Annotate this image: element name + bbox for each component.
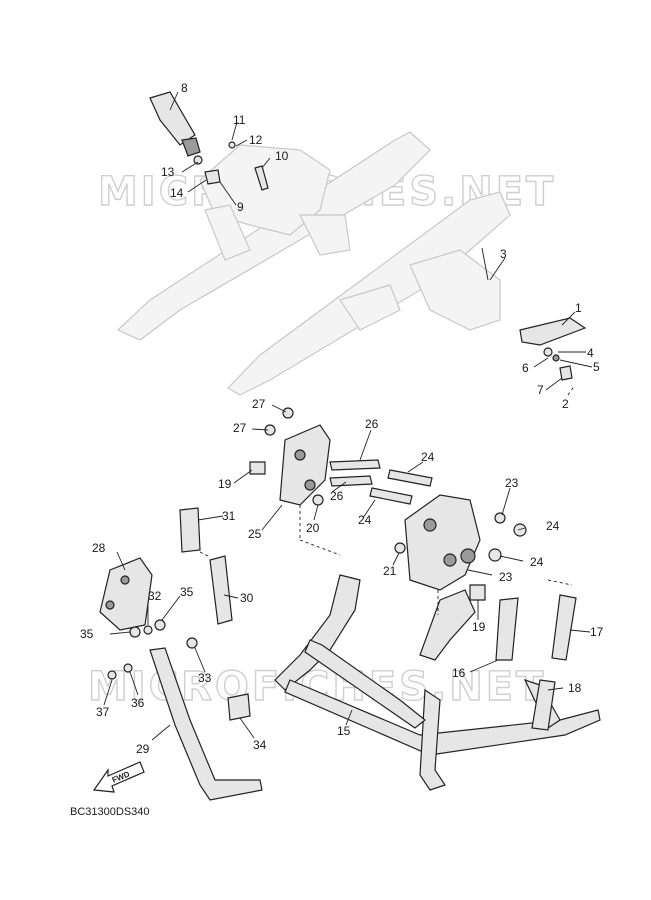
callout-6: 6 (522, 361, 529, 375)
callout-35b: 35 (80, 627, 94, 641)
callout-26b: 26 (330, 489, 344, 503)
callout-14: 14 (170, 186, 184, 200)
ghost-frame (116, 131, 511, 396)
callout-31: 31 (222, 509, 236, 523)
callout-33: 33 (198, 671, 212, 685)
callout-26a: 26 (365, 417, 379, 431)
callout-35a: 35 (180, 585, 194, 599)
callout-30: 30 (240, 591, 254, 605)
main-stand (274, 574, 601, 791)
callout-2: 2 (562, 397, 569, 411)
callout-22: 23 (499, 570, 513, 584)
callout-17: 17 (590, 625, 604, 639)
callout-24b: 24 (530, 555, 544, 569)
callout-24a: 24 (546, 519, 560, 533)
stand-bracket-right (404, 494, 481, 591)
callout-29: 29 (136, 742, 150, 756)
callout-8: 8 (181, 81, 188, 95)
callout-23b: 24 (358, 513, 372, 527)
callout-5: 5 (593, 360, 600, 374)
callout-27b: 27 (233, 421, 247, 435)
stand-bracket-left (279, 424, 331, 506)
callout-36: 36 (131, 696, 145, 710)
callout-28: 28 (92, 541, 106, 555)
callout-25: 25 (248, 527, 262, 541)
callout-19a: 19 (218, 477, 232, 491)
callout-20b: 21 (383, 564, 397, 578)
bolts (249, 407, 527, 601)
callout-12: 12 (249, 133, 263, 147)
callout-20a: 20 (306, 521, 320, 535)
callout-15: 15 (337, 724, 351, 738)
callout-4: 4 (587, 346, 594, 360)
callout-9: 9 (237, 200, 244, 214)
callout-19b: 19 (472, 620, 486, 634)
callout-32: 34 (253, 738, 267, 752)
callout-7: 7 (537, 383, 544, 397)
callout-1: 1 (575, 301, 582, 315)
callout-10: 10 (275, 149, 289, 163)
callout-18: 18 (568, 681, 582, 695)
callout-23a: 24 (421, 450, 435, 464)
callout-21: 23 (505, 476, 519, 490)
callout-27a: 27 (252, 397, 266, 411)
forward-arrow-icon: FWD (92, 761, 145, 793)
callout-37: 37 (96, 705, 110, 719)
callout-3: 3 (500, 247, 507, 261)
diagram-code: BC31300DS340 (70, 806, 150, 818)
callout-11: 11 (233, 113, 246, 127)
springs (179, 507, 577, 731)
callout-13: 13 (161, 165, 175, 179)
callout-34: 32 (148, 589, 162, 603)
footpeg-right (481, 247, 587, 381)
callout-labels: 8 11 12 10 13 14 9 3 1 4 5 6 7 2 27 27 2… (80, 81, 604, 756)
leader-lines (103, 91, 593, 741)
callout-16: 16 (452, 666, 466, 680)
